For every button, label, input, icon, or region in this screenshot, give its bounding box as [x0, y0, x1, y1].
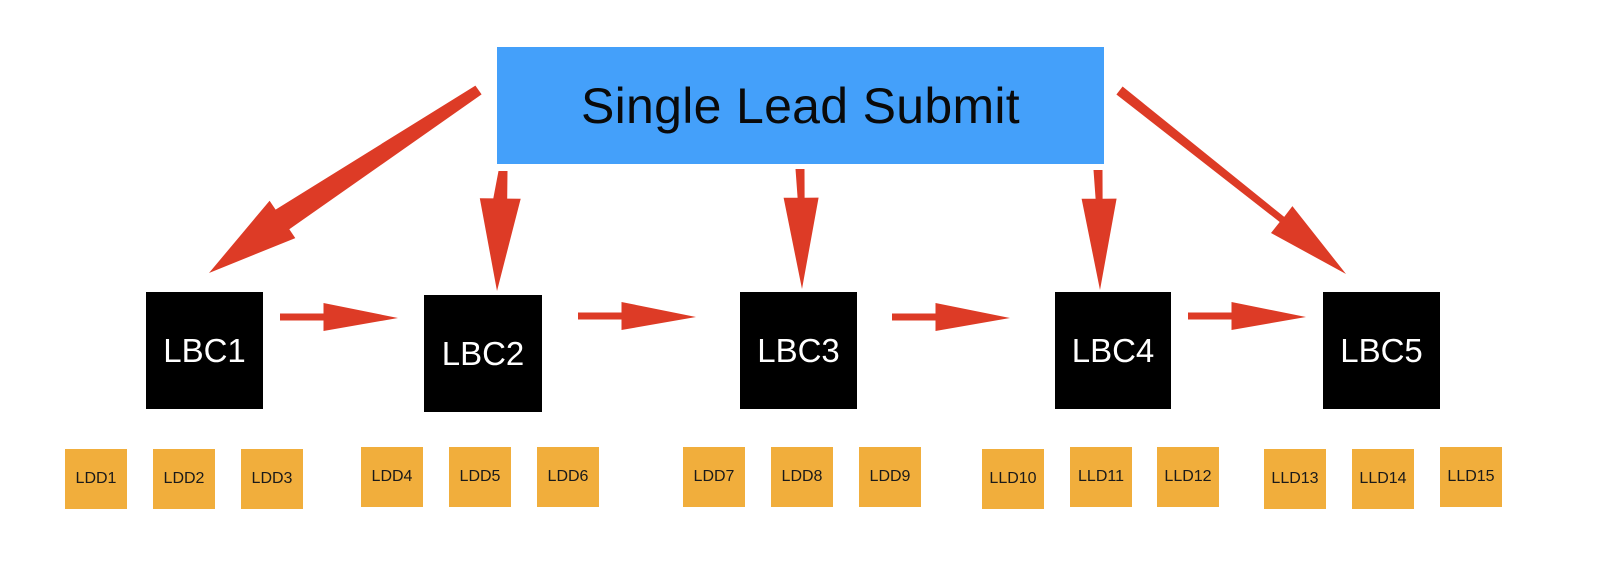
ldd-box-4: LDD4	[361, 447, 423, 507]
ldd-label: LLD12	[1164, 468, 1212, 485]
ldd-label: LLD10	[989, 470, 1037, 487]
lbc-box-4: LBC4	[1055, 292, 1171, 409]
ldd-label: LLD14	[1359, 470, 1407, 487]
arrow-head-to-lbc3	[783, 169, 819, 289]
ldd-label: LLD15	[1447, 468, 1495, 485]
ldd-box-7: LDD7	[683, 447, 745, 507]
ldd-label: LDD2	[163, 470, 205, 487]
arrow-lbc3-to-lbc4	[892, 303, 1010, 331]
ldd-label: LDD8	[781, 468, 823, 485]
ldd-label: LDD5	[459, 468, 501, 485]
lbc-box-1: LBC1	[146, 292, 263, 409]
ldd-box-5: LDD5	[449, 447, 511, 507]
ldd-box-12: LLD12	[1157, 447, 1219, 507]
ldd-label: LDD4	[371, 468, 413, 485]
arrow-lbc1-to-lbc2	[280, 303, 398, 331]
ldd-box-6: LDD6	[537, 447, 599, 507]
ldd-box-2: LDD2	[153, 449, 215, 509]
ldd-box-14: LLD14	[1352, 449, 1414, 509]
arrow-lbc2-to-lbc3	[578, 302, 696, 330]
ldd-label: LDD3	[251, 470, 293, 487]
lbc-label: LBC4	[1071, 331, 1155, 369]
lbc-box-5: LBC5	[1323, 292, 1440, 409]
ldd-label: LLD13	[1271, 470, 1319, 487]
arrow-head-to-lbc5	[1116, 86, 1346, 274]
arrow-head-to-lbc4	[1081, 170, 1117, 290]
ldd-box-9: LDD9	[859, 447, 921, 507]
lbc-label: LBC5	[1340, 331, 1423, 369]
lbc-label: LBC2	[441, 334, 525, 372]
single-lead-submit-box: Single Lead Submit	[497, 47, 1104, 164]
lbc-box-2: LBC2	[424, 295, 542, 412]
ldd-box-3: LDD3	[241, 449, 303, 509]
lbc-label: LBC1	[163, 331, 246, 369]
arrow-lbc4-to-lbc5	[1188, 302, 1306, 330]
ldd-label: LLD11	[1078, 468, 1124, 485]
lbc-label: LBC3	[757, 331, 840, 369]
ldd-box-15: LLD15	[1440, 447, 1502, 507]
ldd-box-10: LLD10	[982, 449, 1044, 509]
ldd-label: LDD6	[547, 468, 589, 485]
ldd-box-11: LLD11	[1070, 447, 1132, 507]
ldd-box-8: LDD8	[771, 447, 833, 507]
ldd-box-13: LLD13	[1264, 449, 1326, 509]
ldd-label: LDD7	[693, 468, 735, 485]
arrow-head-to-lbc2	[479, 171, 521, 291]
ldd-label: LDD1	[75, 470, 117, 487]
ldd-box-1: LDD1	[65, 449, 127, 509]
ldd-label: LDD9	[869, 468, 911, 485]
single-lead-submit-label: Single Lead Submit	[580, 77, 1021, 134]
arrow-head-to-lbc1	[209, 85, 482, 273]
lbc-box-3: LBC3	[740, 292, 857, 409]
